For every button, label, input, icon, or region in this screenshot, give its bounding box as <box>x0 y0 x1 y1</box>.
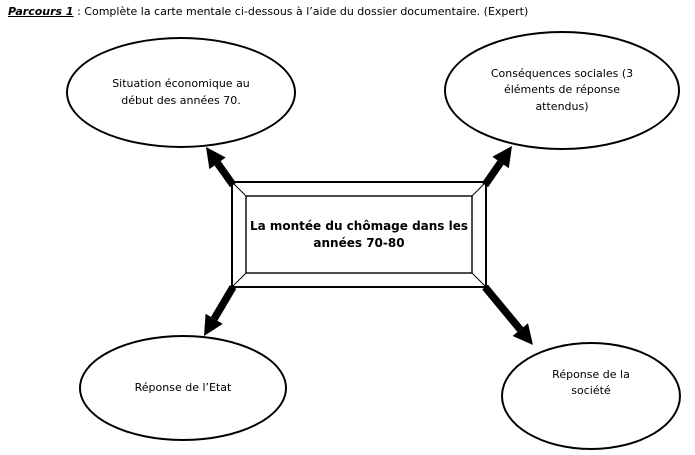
center-bevel-frame <box>231 181 487 288</box>
instruction-line: Parcours 1 : Complète la carte mentale c… <box>8 5 528 18</box>
arrow-bottom-right <box>482 284 533 345</box>
node-society-response: Réponse de la société <box>501 342 681 450</box>
parcours-label: Parcours 1 <box>8 5 74 18</box>
arrow-top-right <box>481 146 512 188</box>
node-state-response: Réponse de l’Etat <box>79 335 287 441</box>
arrow-top-left <box>206 147 237 188</box>
separator: : <box>73 5 85 18</box>
center-topic-label: La montée du chômage dans les années 70-… <box>249 218 469 250</box>
instruction-text: Complète la carte mentale ci-dessous à l… <box>84 5 529 18</box>
node-economic-situation: Situation économique au début des années… <box>66 37 296 148</box>
arrow-bottom-left <box>204 285 237 336</box>
node-social-consequences: Conséquences sociales (3 éléments de rép… <box>444 31 680 150</box>
